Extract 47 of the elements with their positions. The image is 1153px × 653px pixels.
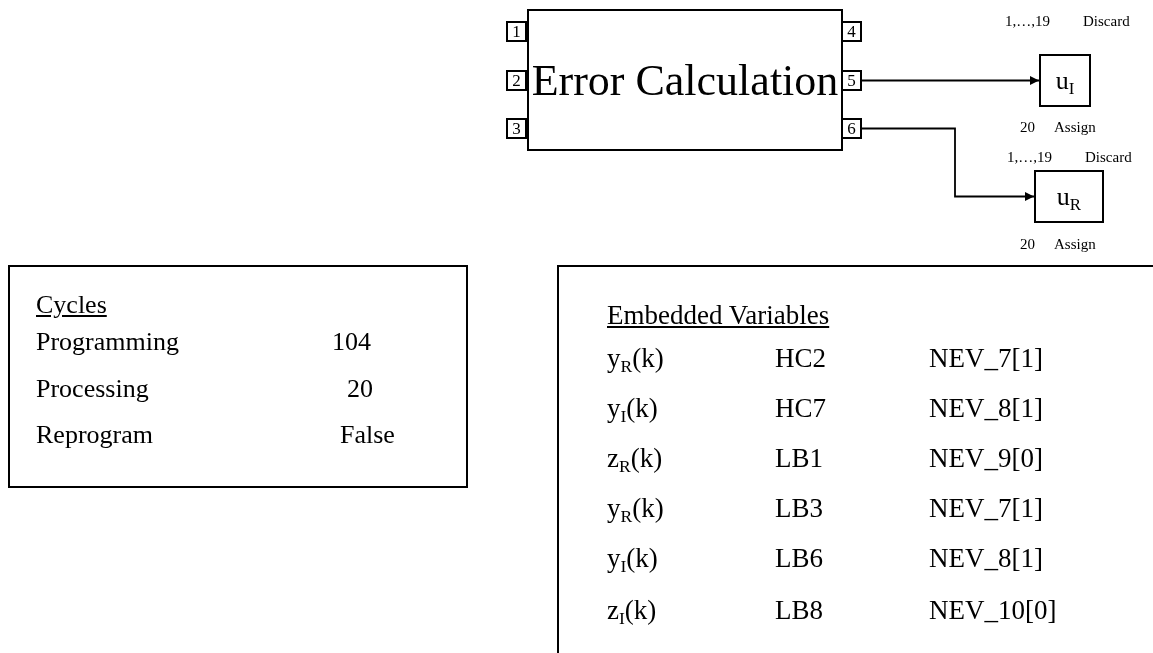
row-label: y$_{R}$(k) (607, 495, 664, 522)
port-box: 6 (841, 118, 862, 139)
annotation-text: 20 (1020, 237, 1035, 252)
row-value: NEV_8[1] (929, 545, 1043, 572)
process-box: Error Calculation (527, 9, 843, 151)
row-value: LB3 (775, 495, 823, 522)
row-value: 20 (347, 376, 373, 402)
row-label: Reprogram (36, 422, 153, 448)
annotation-text: Assign (1054, 120, 1096, 135)
arrow (861, 76, 1040, 85)
annotation-text: Discard (1083, 14, 1130, 29)
row-label: Programming (36, 329, 179, 355)
row-value: NEV_10[0] (929, 597, 1057, 624)
row-value: NEV_7[1] (929, 345, 1043, 372)
row-label: y$_{I}$(k) (607, 545, 658, 572)
row-value: 104 (332, 329, 371, 355)
panel-heading: Cycles (36, 292, 107, 318)
row-label: y$_{I}$(k) (607, 395, 658, 422)
panel-heading: Embedded Variables (607, 302, 830, 329)
row-value: LB6 (775, 545, 823, 572)
row-value: LB1 (775, 445, 823, 472)
annotation-text: 1,…,19 (1007, 150, 1052, 165)
panel-border (557, 265, 1153, 653)
panel-border (8, 265, 468, 488)
annotation-text: 20 (1020, 120, 1035, 135)
annotation-text: Discard (1085, 150, 1132, 165)
row-label: z$_{R}$(k) (607, 445, 663, 472)
row-value: LB8 (775, 597, 823, 624)
port-box: 2 (506, 70, 527, 91)
row-value: NEV_9[0] (929, 445, 1043, 472)
row-value: HC2 (775, 345, 826, 372)
row-label: Processing (36, 376, 149, 402)
variable-box: u$_{R}$ (1034, 170, 1104, 223)
annotation-text: 1,…,19 (1005, 14, 1050, 29)
port-box: 5 (841, 70, 862, 91)
row-value: NEV_8[1] (929, 395, 1043, 422)
row-value: HC7 (775, 395, 826, 422)
row-value: NEV_7[1] (929, 495, 1043, 522)
port-box: 4 (841, 21, 862, 42)
row-label: z$_{I}$(k) (607, 597, 657, 624)
row-label: y$_{R}$(k) (607, 345, 664, 372)
port-box: 3 (506, 118, 527, 139)
port-box: 1 (506, 21, 527, 42)
variable-box: u$_{I}$ (1039, 54, 1091, 107)
row-value: False (340, 422, 395, 448)
arrow (861, 127, 1035, 201)
annotation-text: Assign (1054, 237, 1096, 252)
